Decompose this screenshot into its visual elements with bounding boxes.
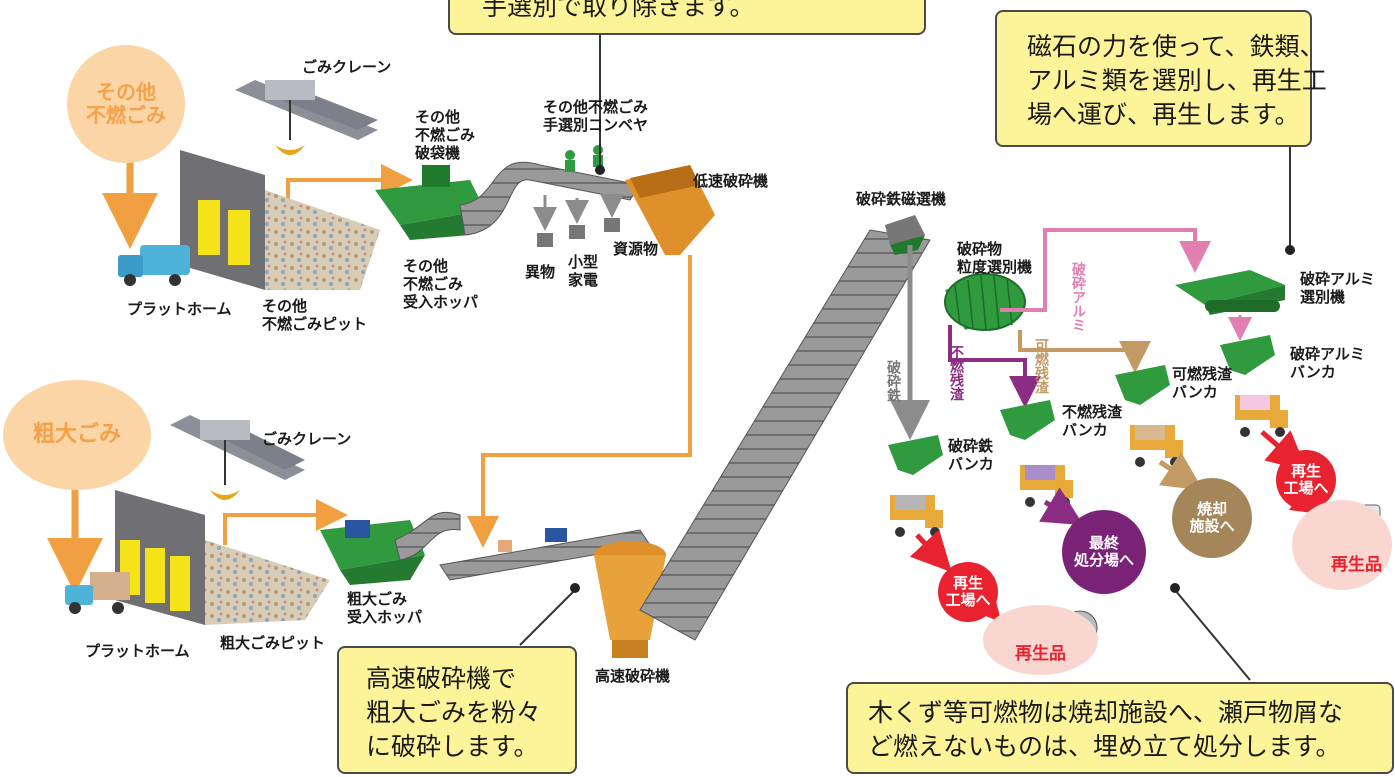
- dest-recycled-product-alu-label: 再生品: [1331, 555, 1382, 576]
- dest-recycle-plant-iron-label: 再生 工場へ: [945, 573, 991, 609]
- label-alu-sorter: 破砕アルミ 選別機: [1300, 270, 1375, 306]
- inclined-conveyor-belt: [639, 229, 931, 641]
- dest-recycled-product-alu: 再生品: [1292, 500, 1392, 590]
- high-speed-crusher: [594, 541, 666, 658]
- dest-final-disposal-label: 最終 処分場へ: [1073, 533, 1134, 569]
- dest-incineration: 焼却 施設へ: [1172, 478, 1252, 558]
- label-crane-top: ごみクレーン: [302, 58, 392, 76]
- collection-truck-bottom: [65, 572, 130, 614]
- label-resources: 資源物: [613, 240, 659, 258]
- aluminum-flow: [1000, 228, 1211, 312]
- truck-iron: [890, 495, 943, 537]
- label-iron-bunker: 破砕鉄 バンカ: [948, 437, 994, 473]
- collection-truck-top: [118, 245, 190, 286]
- pit-bottom: [115, 490, 330, 625]
- label-sorting-conveyor: その他不燃ごみ 手選別コンベヤ: [543, 98, 649, 134]
- callout-hand-sorting: 手選別で取り除きます。: [448, 0, 926, 35]
- label-hopper-bottom: 粗大ごみ 受入ホッパ: [347, 590, 423, 626]
- dest-recycle-plant-iron: 再生 工場へ: [938, 562, 998, 622]
- label-magnet: 破砕鉄磁選機: [856, 190, 947, 208]
- label-trommel: 破砕物 粒度選別機: [957, 240, 1033, 276]
- label-crane-bottom: ごみクレーン: [262, 430, 352, 448]
- label-small-appliance: 小型 家電: [568, 253, 599, 289]
- sorted-output-arrows: [533, 194, 624, 247]
- label-low-crusher: 低速破砕機: [693, 172, 769, 190]
- flow-label-aluminum: 破砕アルミ: [1070, 262, 1086, 332]
- callout-high-crusher: 高速破砕機で 粗大ごみを粉々 に破砕します。: [337, 646, 577, 774]
- label-pit-bottom: 粗大ごみピット: [220, 634, 326, 652]
- dest-recycle-plant-alu: 再生 工場へ: [1276, 450, 1336, 510]
- label-comb-bunker: 可燃残渣 バンカ: [1172, 365, 1233, 401]
- bunker-combustible: [1115, 365, 1170, 405]
- label-alu-bunker: 破砕アルミ バンカ: [1290, 345, 1365, 381]
- flow-lowcrusher-to-conveyor: [467, 255, 692, 548]
- flow-label-noncombustible: 不燃残渣: [948, 345, 964, 401]
- source-other-label: その他 不燃ごみ: [86, 80, 166, 127]
- crane-bottom: [170, 415, 305, 500]
- bunker-noncombustible: [1000, 400, 1055, 440]
- dest-recycle-plant-alu-label: 再生 工場へ: [1283, 461, 1329, 497]
- low-speed-crusher: [625, 165, 715, 255]
- flow-label-iron: 破砕鉄: [885, 360, 901, 402]
- dest-recycled-product-iron-label: 再生品: [1015, 644, 1066, 665]
- truck-noncombustible: [1020, 465, 1073, 507]
- label-noncomb-bunker: 不燃残渣 バンカ: [1062, 403, 1123, 439]
- noncombustible-flow: [948, 325, 1041, 408]
- callout-magnet: 磁石の力を使って、鉄類、 アルミ類を選別し、再生工 場へ運び、再生します。: [995, 10, 1327, 147]
- trommel-screen: [944, 273, 1026, 331]
- pit-top: [180, 150, 380, 290]
- label-platform-top: プラットホーム: [127, 300, 232, 318]
- truck-aluminum: [1235, 395, 1288, 437]
- bulky-hopper-machine: [320, 520, 425, 585]
- combustible-flow: [1018, 330, 1151, 373]
- crane-top: [235, 80, 378, 155]
- label-platform-bottom: プラットホーム: [85, 642, 190, 660]
- source-bulky-label: 粗大ごみ: [32, 422, 121, 448]
- sorting-conveyor-belt: [459, 161, 641, 236]
- label-foreign: 異物: [525, 263, 556, 281]
- label-hopper-top: その他 不燃ごみ 受入ホッパ: [403, 257, 479, 311]
- source-bulky: 粗大ごみ: [3, 380, 151, 490]
- label-pit-top: その他 不燃ごみピット: [262, 297, 368, 333]
- aluminum-sorter: [1175, 270, 1285, 315]
- label-bag-breaker: その他 不燃ごみ 破袋機: [415, 108, 476, 162]
- truck-combustible: [1130, 425, 1183, 467]
- flow-label-combustible: 可燃残渣: [1033, 338, 1049, 394]
- source-other-nonburnable: その他 不燃ごみ: [67, 45, 185, 163]
- dest-incineration-label: 焼却 施設へ: [1189, 499, 1235, 535]
- flow-pit-to-hopper-bottom: [223, 499, 348, 545]
- bunker-aluminum: [1220, 335, 1275, 375]
- dest-final-disposal: 最終 処分場へ: [1062, 510, 1146, 594]
- dest-recycled-product-iron: 再生品: [983, 605, 1098, 675]
- callout-disposal: 木くず等可燃物は焼却施設へ、瀬戸物屑な ど燃えないものは、埋め立て処分します。: [846, 682, 1394, 774]
- bunker-iron: [888, 435, 943, 475]
- label-high-crusher: 高速破砕機: [595, 667, 671, 685]
